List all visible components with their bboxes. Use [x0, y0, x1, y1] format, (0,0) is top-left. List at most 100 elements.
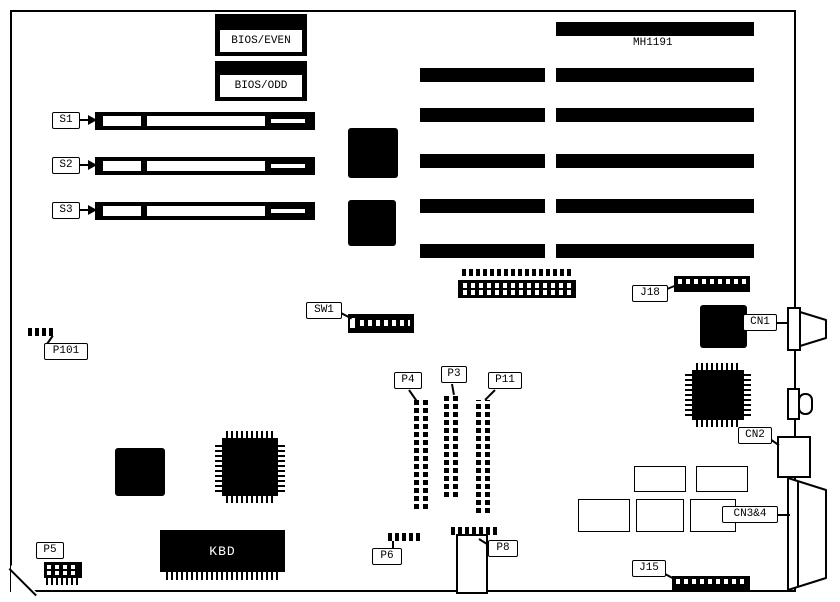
memory-slot: [556, 199, 754, 213]
pin-header-p6: [388, 533, 420, 541]
connector-contacts: [47, 565, 79, 569]
kbd-chip-pins: [166, 572, 279, 580]
db9-connector-cn1: [787, 307, 827, 351]
socket-window: [103, 206, 141, 216]
connector-contacts: [47, 571, 79, 575]
callout-cn1-line: [777, 322, 788, 324]
socket-window: [147, 206, 265, 216]
ic-chip: [115, 448, 165, 496]
memory-slot: [420, 199, 545, 213]
kbd-chip: KBD: [160, 530, 285, 572]
connector-p5-pins: [46, 578, 80, 585]
memory-slot: [420, 108, 545, 122]
memory-slot: [556, 244, 754, 258]
socket-window: [147, 116, 265, 126]
callout-cn34: CN3&4: [722, 506, 778, 523]
callout-p4: P4: [394, 372, 422, 389]
bios-odd-chip: BIOS/ODD: [215, 61, 307, 101]
callout-s3-arrow-line: [80, 209, 89, 211]
qfp-pins-right: [744, 374, 751, 416]
qfp-pins-bottom: [696, 420, 740, 427]
plcc-pins-top: [226, 431, 274, 438]
connector-contacts: [463, 290, 571, 295]
callout-p6: P6: [372, 548, 402, 565]
callout-p8: P8: [488, 540, 518, 557]
callout-s2: S2: [52, 157, 80, 174]
power-connector-body: [458, 280, 576, 298]
callout-s2-arrowhead: [88, 160, 97, 170]
callout-p5: P5: [36, 542, 64, 559]
qfp-chip: [692, 370, 744, 420]
plcc-pins-left: [215, 442, 222, 492]
pin-header-j15: [672, 576, 750, 592]
callout-s1-arrowhead: [88, 115, 97, 125]
memory-slot: [420, 244, 545, 258]
memory-slot: [420, 154, 545, 168]
memory-slot: [556, 22, 754, 36]
memory-slot: [556, 154, 754, 168]
callout-j18: J18: [632, 285, 668, 302]
ic-chip: [348, 128, 398, 178]
callout-p101: P101: [44, 343, 88, 360]
callout-cn2: CN2: [738, 427, 772, 444]
callout-s3: S3: [52, 202, 80, 219]
ic-chip-cn1: [700, 305, 747, 348]
connector-p5: [44, 562, 82, 578]
socket-window: [103, 161, 141, 171]
socket-window: [147, 161, 265, 171]
pin-header-p8: [451, 527, 498, 535]
power-connector-pins: [462, 269, 574, 276]
callout-cn1: CN1: [743, 314, 777, 331]
callout-sw1: SW1: [306, 302, 342, 319]
switch-positions: [360, 320, 410, 326]
qfp-pins-left: [685, 374, 692, 416]
callout-p6-line: [392, 541, 394, 548]
callout-p11: P11: [488, 372, 522, 389]
plcc-pins-bottom: [226, 496, 274, 503]
bios-even-label: BIOS/EVEN: [220, 30, 302, 52]
connector-contacts: [676, 579, 746, 584]
bios-odd-label: BIOS/ODD: [220, 75, 302, 97]
ic-chip: [348, 200, 396, 246]
board-id-label: MH1191: [633, 37, 673, 49]
socket-window: [271, 164, 305, 168]
callout-s3-arrowhead: [88, 205, 97, 215]
memory-slot: [556, 108, 754, 122]
memory-slot: [556, 68, 754, 82]
db25-connector-cn34: [787, 477, 827, 591]
component-footprint: [578, 499, 630, 532]
simm-socket-s2: [95, 157, 315, 175]
switch-notch: [350, 318, 355, 328]
callout-j15: J15: [632, 560, 666, 577]
callout-cn34-line: [778, 514, 790, 516]
plcc-chip: [222, 438, 278, 496]
socket-window: [271, 119, 305, 123]
component-footprint: [696, 466, 748, 492]
callout-s2-arrow-line: [80, 164, 89, 166]
connector-contacts: [678, 279, 746, 284]
bios-even-chip: BIOS/EVEN: [215, 14, 307, 56]
socket-window: [103, 116, 141, 126]
callout-p3: P3: [441, 366, 467, 383]
connector-contacts: [463, 283, 571, 288]
simm-socket-s3: [95, 202, 315, 220]
slot-cutout: [456, 534, 488, 594]
pin-header-p11: [476, 400, 490, 516]
qfp-pins-top: [696, 363, 740, 370]
component-footprint: [636, 499, 684, 532]
simm-socket-s1: [95, 112, 315, 130]
plcc-pins-right: [278, 442, 285, 492]
component-footprint: [634, 466, 686, 492]
pin-header-p3: [444, 393, 458, 500]
memory-slot: [420, 68, 545, 82]
pin-header-p4: [414, 400, 428, 512]
callout-s1-arrow-line: [80, 119, 89, 121]
kbd-chip-label: KBD: [209, 543, 236, 559]
pin-header-j18: [674, 276, 750, 292]
din-connector: [787, 388, 813, 420]
socket-window: [271, 209, 305, 213]
dip-switch-sw1: [348, 314, 414, 333]
pin-header-p101: [28, 328, 56, 336]
cn2-connector: [777, 436, 811, 478]
